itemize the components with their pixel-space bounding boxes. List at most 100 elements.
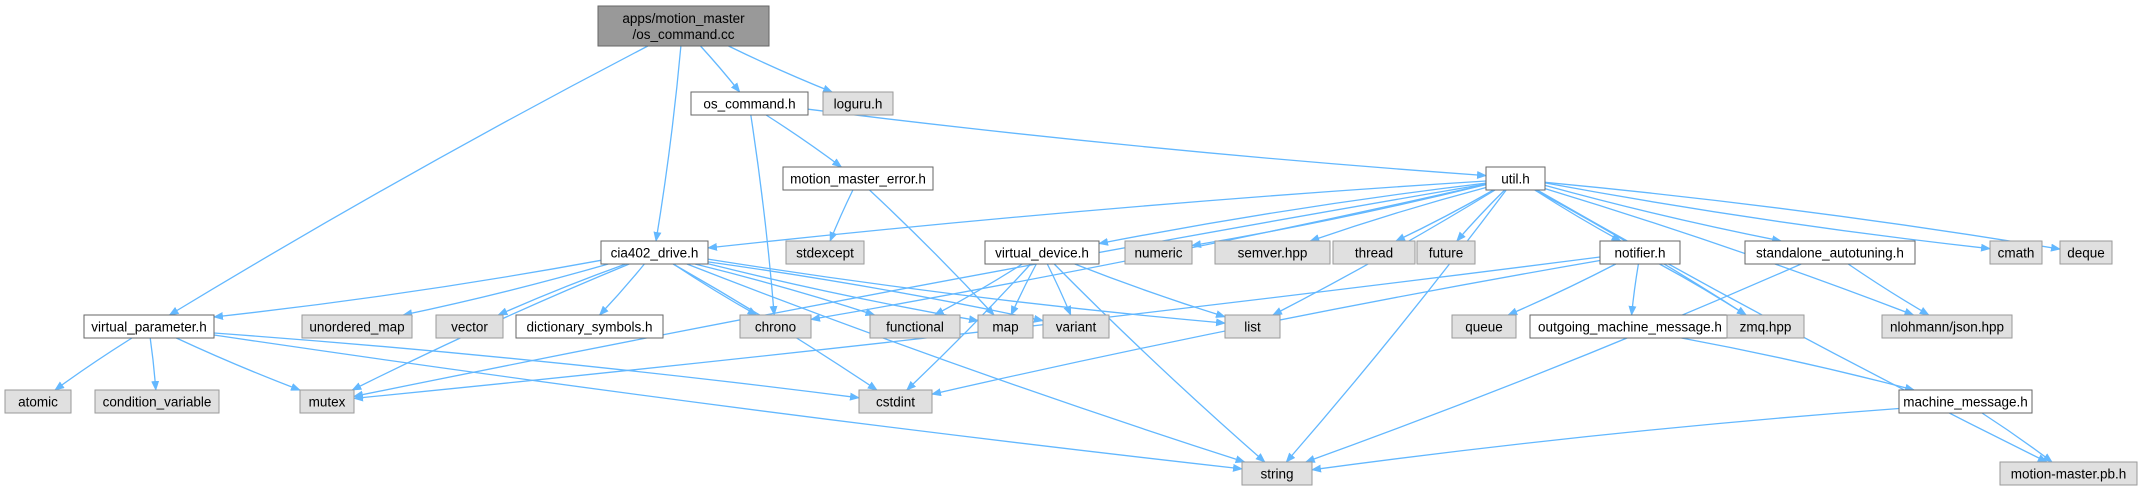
node-box [785,240,865,265]
node-machine_message_h[interactable]: machine_message.h [1898,389,2033,414]
node-thread: thread [1332,240,1416,265]
node-label: numeric [1134,246,1182,261]
node-label: deque [2067,246,2105,261]
node-label: loguru.h [834,97,883,112]
node-condition_variable: condition_variable [94,389,220,414]
edge-root-to-virtual_parameter_h [168,45,649,316]
node-standalone_autotuning_h[interactable]: standalone_autotuning.h [1744,240,1916,265]
node-vector: vector [435,314,504,339]
node-label: machine_message.h [1903,395,2028,410]
node-box [1999,461,2138,486]
node-box [600,240,709,265]
edge-os_command_h-to-motion_master_error_h [765,114,843,168]
node-box [1898,389,2033,414]
node-label: semver.hpp [1238,246,1308,261]
node-box [4,389,72,414]
node-string: string [1241,461,1313,486]
node-atomic: atomic [4,389,72,414]
node-stdexcept: stdexcept [785,240,865,265]
edge-virtual_device_h-to-functional [933,263,1023,316]
edge-virtual_parameter_h-to-condition_variable [149,337,160,391]
edge-util_h-to-semver_hpp [1309,186,1487,242]
node-box [782,166,934,191]
edge-cia402_drive_h-to-dictionary_symbols_h [598,263,645,316]
node-box [515,314,664,339]
edge-cia402_drive_h-to-string [686,263,1246,464]
node-label: mutex [309,395,346,410]
edge-util_h-to-thread [1395,189,1494,242]
edge-standalone_autotuning_h-to-nlohmann_json_hpp [1847,263,1930,316]
node-motion_master_error_h[interactable]: motion_master_error.h [782,166,934,191]
edge-root-to-loguru_h [728,45,834,93]
edge-util_h-to-string [1285,189,1507,463]
edge-virtual_device_h-to-list [1074,263,1226,318]
node-root[interactable]: apps/motion_master/os_command.cc [597,5,770,47]
edge-util_h-to-nlohmann_json_hpp [1544,187,1915,316]
node-box [1726,314,1805,339]
node-label: future [1429,246,1464,261]
node-nlohmann_json_hpp: nlohmann/json.hpp [1881,314,2013,339]
edge-root-to-cia402_drive_h [653,45,682,242]
edge-util_h-to-cia402_drive_h [707,180,1487,251]
edge-root-to-os_command_h [700,45,741,93]
node-outgoing_machine_message_h[interactable]: outgoing_machine_message.h [1529,314,1731,339]
node-os_command_h[interactable]: os_command.h [690,91,809,116]
node-box [435,314,504,339]
node-future: future [1416,240,1476,265]
node-cia402_drive_h[interactable]: cia402_drive.h [600,240,709,265]
node-label: notifier.h [1614,246,1665,261]
node-box [858,389,933,414]
node-label: cia402_drive.h [611,246,699,261]
node-motion_master_pb_h: motion-master.pb.h [1999,461,2138,486]
node-label: apps/motion_master [622,11,745,26]
node-box [1214,240,1331,265]
edge-util_h-to-mutex [353,183,1487,399]
node-list: list [1224,314,1281,339]
node-label: zmq.hpp [1740,320,1792,335]
node-virtual_device_h[interactable]: virtual_device.h [984,240,1100,265]
node-label: functional [886,320,944,335]
edge-util_h-to-numeric [1191,183,1487,249]
node-label: thread [1355,246,1393,261]
node-queue: queue [1451,314,1517,339]
node-notifier_h[interactable]: notifier.h [1599,240,1681,265]
node-box [301,314,413,339]
node-label: chrono [755,320,796,335]
node-box [1241,461,1313,486]
edge-virtual_parameter_h-to-mutex [176,337,301,391]
node-box [1599,240,1681,265]
node-label: queue [1465,320,1503,335]
node-label: condition_variable [103,395,212,410]
node-box [2059,240,2113,265]
node-label: string [1260,467,1293,482]
node-label: vector [451,320,488,335]
node-util_h[interactable]: util.h [1485,166,1546,191]
node-virtual_parameter_h[interactable]: virtual_parameter.h [83,314,215,339]
node-box [822,91,894,116]
node-label: map [992,320,1018,335]
edge-cia402_drive_h-to-vector [497,263,627,316]
node-label: standalone_autotuning.h [1756,246,1904,261]
edge-util_h-to-notifier_h [1534,189,1622,242]
node-box [1224,314,1281,339]
node-label: list [1244,320,1261,335]
edge-os_command_h-to-util_h [807,108,1487,179]
node-box [739,314,812,339]
node-numeric: numeric [1124,240,1193,265]
edge-machine_message_h-to-string [1311,407,1900,473]
edge-virtual_parameter_h-to-atomic [54,337,133,391]
node-dictionary_symbols_h[interactable]: dictionary_symbols.h [515,314,664,339]
node-label: virtual_device.h [995,246,1089,261]
edge-util_h-to-deque [1544,181,2061,252]
node-label: util.h [1501,172,1530,187]
node-box [984,240,1100,265]
edge-util_h-to-cmath [1544,182,1991,252]
edge-cia402_drive_h-to-virtual_parameter_h [213,259,602,320]
edge-machine_message_h-to-motion_master_pb_h [1981,412,2053,463]
node-cstdint: cstdint [858,389,933,414]
node-chrono: chrono [739,314,812,339]
node-box [597,5,770,47]
edge-notifier_h-to-queue [1507,263,1617,316]
node-map: map [977,314,1034,339]
